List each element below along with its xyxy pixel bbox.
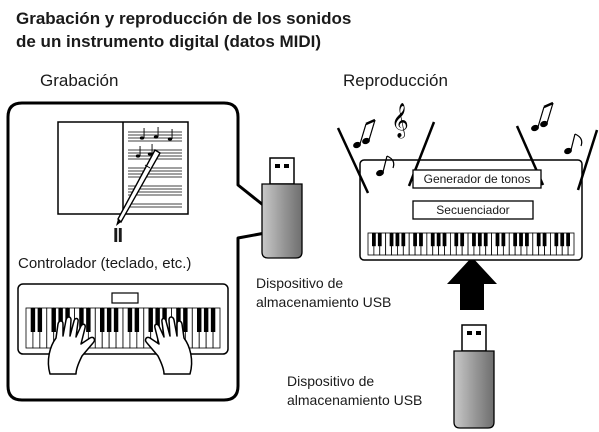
grand-piano-icon xyxy=(336,121,599,261)
usb-top-label-line1: Dispositivo de xyxy=(256,275,344,291)
keyboard-icon xyxy=(17,283,229,355)
svg-text:𝄞: 𝄞 xyxy=(391,103,409,139)
usb-bottom-label-line2: almacenamiento USB xyxy=(287,392,423,408)
equals-sign: II xyxy=(113,225,123,247)
diagram-title-line2: de un instrumento digital (datos MIDI) xyxy=(16,32,322,51)
pen-icon xyxy=(116,149,161,226)
usb-top-label-line2: almacenamiento USB xyxy=(256,294,392,310)
usb-bottom-label-line1: Dispositivo de xyxy=(287,373,375,389)
playback-heading: Reproducción xyxy=(343,71,448,90)
up-arrow-icon xyxy=(447,257,497,310)
diagram-title-line1: Grabación y reproducción de los sonidos xyxy=(16,9,352,28)
treble-clef-icon: 𝄞 xyxy=(391,103,409,139)
score-sheet-icon xyxy=(57,121,189,215)
usb-drive-icon-bottom xyxy=(453,324,495,429)
tone-generator-label: Generador de tonos xyxy=(423,172,531,186)
controller-label: Controlador (teclado, etc.) xyxy=(18,255,192,272)
usb-drive-icon xyxy=(261,157,303,259)
sequencer-label: Secuenciador xyxy=(436,203,510,217)
hands-icon xyxy=(47,316,193,375)
music-notes-icon xyxy=(353,101,583,177)
recording-heading: Grabación xyxy=(40,71,119,90)
